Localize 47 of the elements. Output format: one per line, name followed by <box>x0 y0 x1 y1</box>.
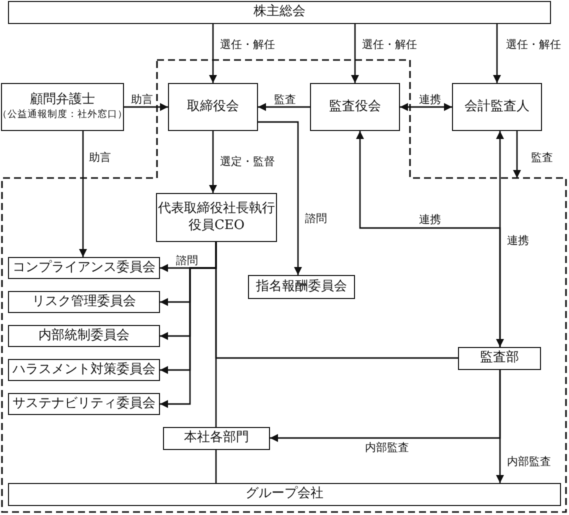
edge-label: 監査 <box>273 93 297 106</box>
edge-label: 内部監査 <box>364 441 410 454</box>
edge-label: 選任・解任 <box>219 38 276 52</box>
org-box: 監査部 <box>458 347 541 370</box>
edge-label: 連携 <box>418 93 442 106</box>
org-box: 本社各部門 <box>163 427 270 450</box>
box-note: （公益通報制度：社外窓口） <box>0 109 128 122</box>
arrow <box>400 103 452 111</box>
org-box: サステナビリティ委員会 <box>8 393 160 415</box>
arrow <box>79 131 87 257</box>
org-box: リスク管理委員会 <box>8 291 160 313</box>
org-box: 取締役会 <box>168 83 258 131</box>
arrow <box>209 24 217 83</box>
edge-label: 選任・解任 <box>505 38 562 52</box>
edge-label: 選任・解任 <box>361 38 418 52</box>
org-box: 監査役会 <box>310 83 400 131</box>
edge-label: 連携 <box>418 213 442 226</box>
org-box: ハラスメント対策委員会 <box>8 359 160 381</box>
arrow <box>124 103 168 111</box>
org-box <box>1 83 124 131</box>
arrow <box>209 131 217 193</box>
org-box: 代表取締役社長執行役員CEO <box>156 193 277 242</box>
org-box: 株主総会 <box>8 1 551 24</box>
connector-line <box>215 450 217 483</box>
edge-label: 諮問 <box>304 212 328 226</box>
box-title: 顧問弁護士 <box>30 92 95 109</box>
connector-line <box>215 242 217 427</box>
org-box: コンプライアンス委員会 <box>8 257 160 279</box>
arrow <box>356 131 501 347</box>
edge-label: 助言 <box>88 151 112 164</box>
edge-label: 選定・監督 <box>219 155 276 168</box>
org-box: 会計監査人 <box>452 83 542 131</box>
edge-label: 助言 <box>130 93 154 106</box>
arrow <box>496 370 504 483</box>
org-box: 指名報酬委員会 <box>248 275 355 299</box>
arrow <box>496 131 504 347</box>
edge-label: 連携 <box>506 234 530 248</box>
org-box: グループ会社 <box>8 483 561 506</box>
edge-label: 監査 <box>530 151 554 164</box>
arrow <box>258 121 302 275</box>
arrow <box>493 24 501 83</box>
arrow <box>513 131 521 178</box>
org-box: 内部統制委員会 <box>8 325 160 347</box>
edge-label: 諮問 <box>175 254 199 268</box>
arrow <box>258 103 310 111</box>
arrow <box>351 24 359 83</box>
edge-label: 内部監査 <box>506 455 552 468</box>
